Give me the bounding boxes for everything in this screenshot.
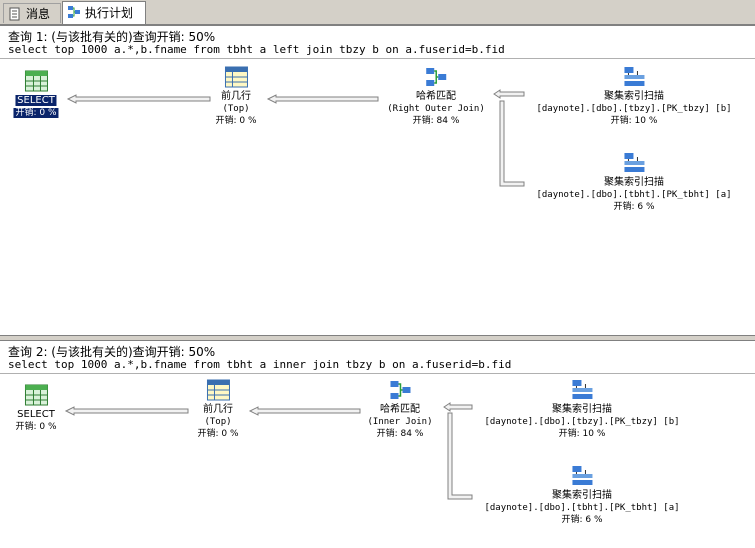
node-cost: 开销: 84 % (412, 116, 460, 126)
node-name: 前几行 (220, 91, 251, 102)
execution-plan-icon (68, 6, 80, 18)
node-name: 哈希匹配 (380, 404, 420, 415)
node-name: 聚集索引扫描 (603, 177, 664, 188)
top-operator-icon (206, 379, 230, 401)
plan-node-hash-match[interactable]: 哈希匹配 (Right Outer Join) 开销: 84 % (387, 65, 485, 127)
node-name: 聚集索引扫描 (551, 490, 612, 501)
query-header-1: 查询 1: (与该批有关的)查询开销: 50% select top 1000 … (0, 26, 755, 59)
tab-execution-plan-label: 执行计划 (85, 6, 134, 20)
node-cost: 开销: 6 % (613, 202, 655, 212)
plan-arrows (64, 402, 473, 500)
clustered-index-scan-icon (571, 380, 592, 399)
messages-icon (9, 7, 20, 21)
plan-node-select[interactable]: SELECT 开销: 0 % (15, 383, 57, 433)
node-name: 聚集索引扫描 (603, 91, 664, 102)
node-name: 聚集索引扫描 (551, 404, 612, 415)
plan-node-hash-match[interactable]: 哈希匹配 (Inner Join) 开销: 84 % (367, 378, 433, 440)
node-subtitle: (Right Outer Join) (387, 104, 485, 114)
hash-match-icon (425, 68, 446, 86)
arrow-scan-to-hash (493, 89, 525, 99)
plan-node-clustered-scan-2[interactable]: 聚集索引扫描 [daynote].[dbo].[tbht].[PK_tbht] … (484, 464, 680, 526)
query-sql-text: select top 1000 a.*,b.fname from tbht a … (8, 358, 512, 371)
clustered-index-scan-icon (623, 67, 644, 86)
tab-execution-plan[interactable]: 执行计划 (62, 1, 146, 24)
plan-arrows (66, 89, 525, 187)
node-cost: 开销: 0 % (215, 116, 257, 126)
arrow-top-to-select (66, 94, 211, 104)
plan-node-top[interactable]: 前几行 (Top) 开销: 0 % (197, 378, 239, 440)
tab-messages[interactable]: 消息 (3, 3, 61, 23)
node-cost: 开销: 10 % (610, 116, 658, 126)
node-name: SELECT (15, 95, 57, 106)
query-title: 查询 1: (与该批有关的)查询开销: 50% (8, 30, 216, 44)
clustered-index-scan-icon (571, 466, 592, 485)
node-cost: 开销: 0 % (197, 429, 239, 439)
select-result-icon (24, 384, 48, 406)
plan-node-clustered-scan-1[interactable]: 聚集索引扫描 [daynote].[dbo].[tbzy].[PK_tbzy] … (484, 378, 680, 440)
node-subtitle: [daynote].[dbo].[tbht].[PK_tbht] [a] (484, 503, 680, 513)
node-cost: 开销: 84 % (376, 429, 424, 439)
arrow-scan-to-hash (443, 402, 473, 412)
hash-match-icon (390, 381, 410, 399)
node-subtitle: [daynote].[dbo].[tbzy].[PK_tbzy] [b] (536, 104, 732, 114)
arrow-scan2-to-hash (447, 412, 473, 500)
arrow-scan2-to-hash (499, 100, 525, 187)
tab-messages-label: 消息 (26, 7, 51, 21)
node-subtitle: [daynote].[dbo].[tbzy].[PK_tbzy] [b] (484, 417, 680, 427)
query-sql-text: select top 1000 a.*,b.fname from tbht a … (8, 43, 505, 56)
node-name: 前几行 (202, 404, 233, 415)
node-cost: 开销: 10 % (558, 429, 606, 439)
plan-node-select[interactable]: SELECT 开销: 0 % (13, 69, 59, 119)
arrow-hash-to-top (266, 94, 379, 104)
pane-splitter[interactable] (0, 335, 755, 341)
node-cost: 开销: 0 % (13, 108, 59, 118)
node-subtitle: (Top) (222, 104, 250, 114)
clustered-index-scan-icon (623, 153, 644, 172)
select-result-icon (24, 70, 48, 92)
node-name: 哈希匹配 (415, 91, 456, 102)
plan-node-clustered-scan-2[interactable]: 聚集索引扫描 [daynote].[dbo].[tbht].[PK_tbht] … (536, 151, 732, 213)
query-title: 查询 2: (与该批有关的)查询开销: 50% (8, 345, 216, 359)
arrow-top-to-select (64, 406, 189, 416)
plan-node-top[interactable]: 前几行 (Top) 开销: 0 % (215, 65, 257, 127)
node-subtitle: (Inner Join) (367, 417, 433, 427)
node-cost: 开销: 0 % (15, 422, 57, 432)
query-header-2: 查询 2: (与该批有关的)查询开销: 50% select top 1000 … (0, 341, 755, 374)
top-operator-icon (224, 66, 248, 88)
plan-node-clustered-scan-1[interactable]: 聚集索引扫描 [daynote].[dbo].[tbzy].[PK_tbzy] … (536, 65, 732, 127)
node-subtitle: [daynote].[dbo].[tbht].[PK_tbht] [a] (536, 190, 732, 200)
results-tab-bar: 消息 执行计划 (0, 0, 755, 25)
node-subtitle: (Top) (204, 417, 232, 427)
node-cost: 开销: 6 % (561, 515, 603, 525)
query-plan-pane-2[interactable]: 查询 2: (与该批有关的)查询开销: 50% select top 1000 … (0, 341, 755, 548)
query-plan-pane-1[interactable]: 查询 1: (与该批有关的)查询开销: 50% select top 1000 … (0, 25, 755, 336)
node-name: SELECT (17, 409, 55, 420)
arrow-hash-to-top (248, 406, 361, 416)
